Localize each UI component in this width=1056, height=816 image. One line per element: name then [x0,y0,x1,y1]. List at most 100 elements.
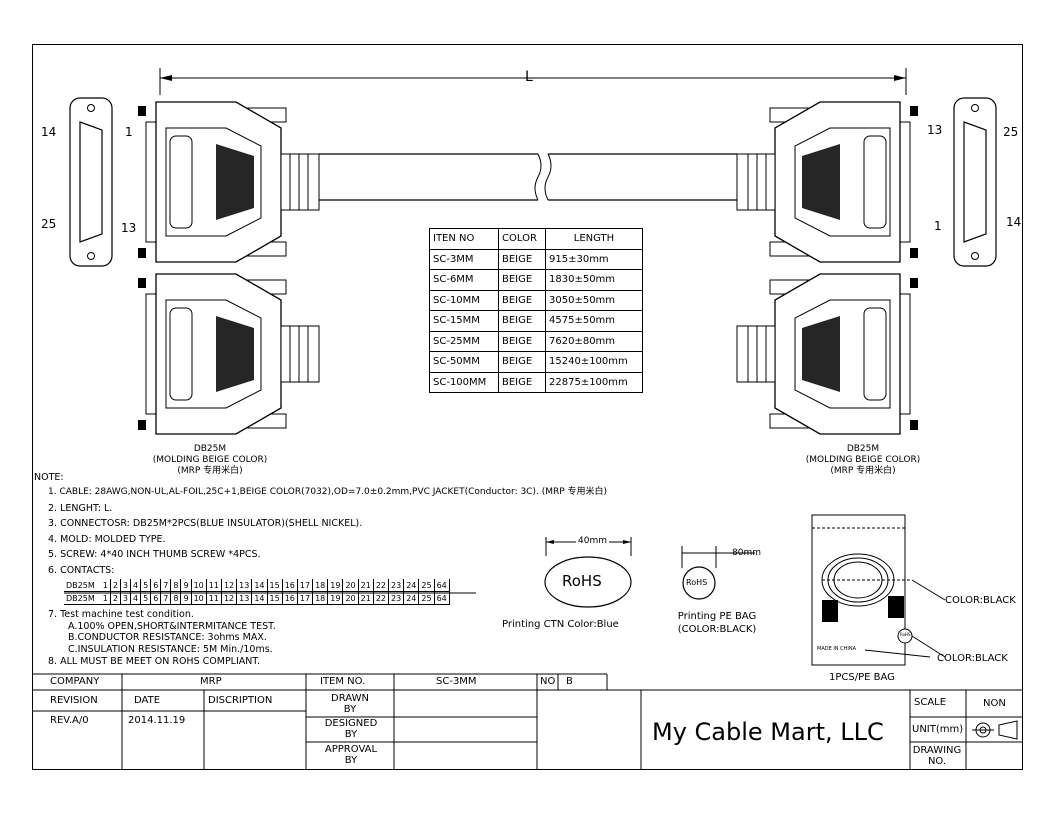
note-item: 3. CONNECTOSR: DB25M*2PCS(BLUE INSULATOR… [48,518,363,529]
ctn-dimension: 40mm [576,536,609,546]
contact-pin: 25 [418,579,435,592]
unit-label: UNIT(mm) [912,724,964,735]
contact-pin: 19 [327,579,344,592]
contact-pin: 10 [191,579,207,592]
color-label: COLOR:BLACK [945,595,1016,606]
contact-pin: 15 [267,591,283,605]
note-item: B.CONDUCTOR RESISTANCE: 3ohms MAX. [68,632,267,643]
rohs-logo-bag: RoHS [686,578,708,587]
made-in-label: MADE IN CHINA [817,646,857,652]
contact-pin: 2 [110,579,121,592]
contact-pin: 16 [282,579,298,592]
note-item: A.100% OPEN,SHORT&INTERMITANCE TEST. [68,621,276,632]
note-item: 7. Test machine test condition. [48,609,194,620]
no-label: NO [540,676,556,687]
contact-pin: 2 [110,591,121,605]
contact-pin: 22 [373,591,390,605]
scale-value: NON [983,698,1006,709]
contact-pin: 7 [160,579,172,592]
company-value: MRP [200,676,222,687]
contact-pin: 20 [342,591,359,605]
company-name: My Cable Mart, LLC [652,718,884,746]
contact-pin: 8 [170,579,182,592]
contact-pin: 10 [191,591,207,605]
date-value: 2014.11.19 [128,715,186,726]
contact-pin: 9 [180,579,192,592]
contact-pin: 4 [130,579,142,592]
revision-value: REV.A/0 [50,715,89,726]
contact-pin: 22 [373,579,390,592]
note-item: 4. MOLD: MOLDED TYPE. [48,534,166,545]
bag-caption: Printing PE BAG (COLOR:BLACK) [677,611,757,635]
note-item: 1. CABLE: 28AWG,NON-UL,AL-FOIL,25C+1,BEI… [48,487,608,497]
contact-pin: 14 [251,591,268,605]
note-item: 6. CONTACTS: [48,565,115,576]
pin-label: 13 [121,221,137,235]
description-label: DISCRIPTION [208,695,273,706]
contact-pin: 1 [100,591,111,605]
contact-pin: 5 [140,591,152,605]
notes-title: NOTE: [34,472,64,483]
note-item: 2. LENGHT: L. [48,503,113,514]
contact-pin: 15 [267,579,283,592]
contact-pin: 24 [403,591,420,605]
note-item: C.INSULATION RESISTANCE: 5M Min./10ms. [68,644,273,655]
contact-pin: 21 [358,579,374,592]
note-item: 8. ALL MUST BE MEET ON ROHS COMPLIANT. [48,656,261,667]
pin-label: 1 [125,125,133,139]
right-connector-caption: DB25M (MOLDING BEIGE COLOR) (MRP 专用米白) [805,444,921,476]
pin-label: 25 [1003,125,1019,139]
pin-label: 1 [934,219,942,233]
contact-pin: 3 [120,591,132,605]
pin-label: 14 [41,125,57,139]
date-label: DATE [134,695,161,706]
contact-pin: 25 [418,591,435,605]
contact-pin: 17 [297,579,314,592]
contact-pin: 6 [150,579,162,592]
contact-pin: 12 [221,579,238,592]
contact-pin: 1 [100,579,111,592]
contact-pin: 20 [342,579,359,592]
color-label: COLOR:BLACK [937,653,1008,664]
contact-pin: 24 [403,579,420,592]
company-label: COMPANY [50,676,100,687]
no-value: B [566,676,573,687]
contact-pin: 18 [312,591,329,605]
contact-pin: 17 [297,591,314,605]
contact-pin: 16 [282,591,298,605]
contact-pin: 64 [434,591,450,605]
contact-pin: 23 [388,579,405,592]
drawing-frame [32,44,1023,770]
contact-pin: 14 [251,579,268,592]
contact-pin: 7 [160,591,172,605]
pin-label: 14 [1006,215,1022,229]
contacts-row-label: DB25M [64,591,101,605]
contact-pin: 5 [140,579,152,592]
item-value: SC-3MM [436,676,477,687]
pin-label: 13 [927,123,943,137]
contact-pin: 3 [120,579,132,592]
dimension-label: L [525,69,533,85]
contact-pin: 64 [434,579,450,592]
pin-label: 25 [41,217,57,231]
note-item: 5. SCREW: 4*40 INCH THUMB SCREW *4PCS. [48,549,261,560]
bag-dimension: 80mm [732,548,761,558]
contact-pin: 23 [388,591,405,605]
left-connector-caption: DB25M (MOLDING BEIGE COLOR) (MRP 专用米白) [152,444,268,476]
